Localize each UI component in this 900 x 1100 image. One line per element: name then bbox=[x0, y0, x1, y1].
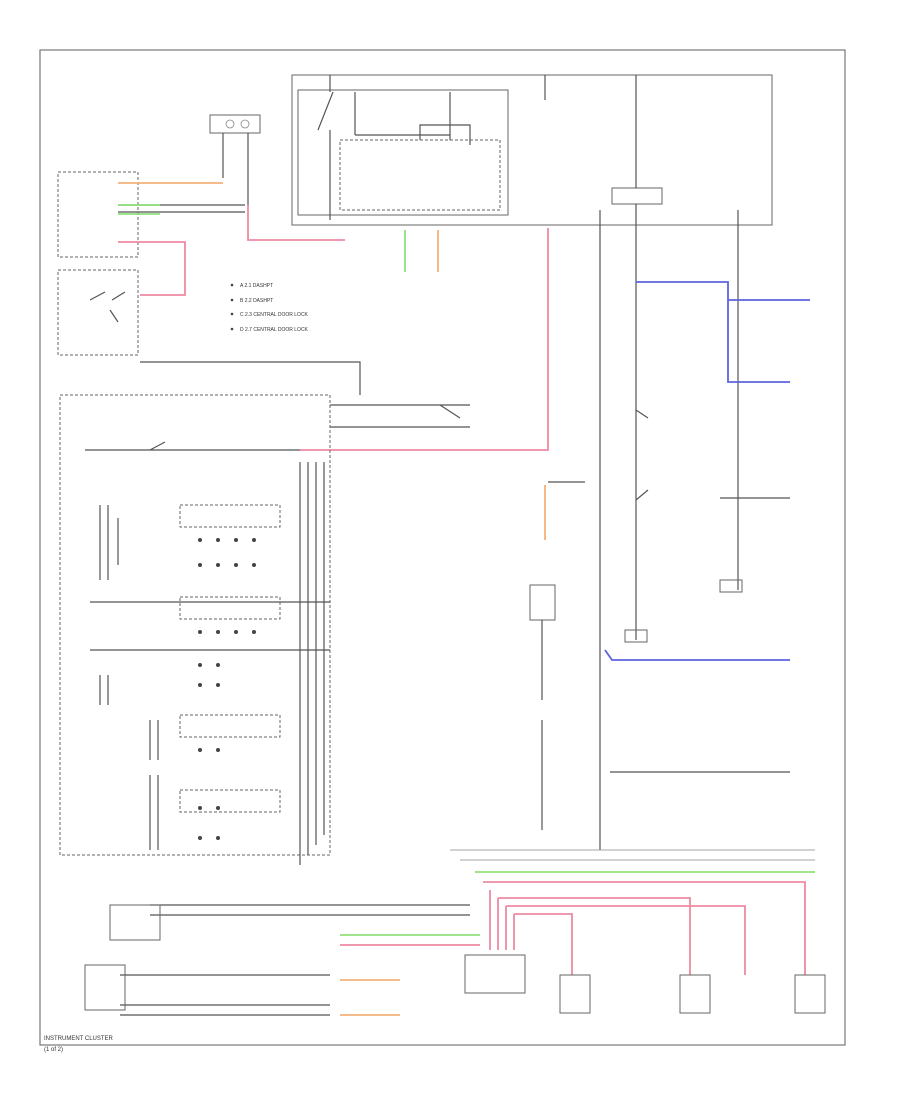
footer-instrument-cluster: INSTRUMENT CLUSTER bbox=[44, 1036, 114, 1042]
top-fuse-feeds bbox=[317, 75, 637, 220]
page-indicator: (1 of 2) bbox=[44, 1047, 63, 1053]
right-distribution bbox=[599, 204, 810, 850]
legend-item-c: C 2.3 CENTRAL DOOR LOCK bbox=[240, 312, 309, 318]
bottom-components bbox=[84, 904, 826, 1014]
data-link-connector bbox=[140, 361, 470, 428]
instrument-cluster bbox=[59, 394, 331, 865]
legend-item-b: B 2.2 DASHPT bbox=[240, 298, 273, 304]
legend-item-a: A 2.1 DASHPT bbox=[240, 283, 273, 289]
center-sensor-column bbox=[529, 481, 585, 830]
cluster-contacts bbox=[198, 538, 256, 840]
sensor-top-left bbox=[209, 114, 345, 241]
junction-block bbox=[291, 74, 773, 226]
legend-item-d: D 2.7 CENTRAL DOOR LOCK bbox=[240, 327, 309, 333]
legend: A 2.1 DASHPT B 2.2 DASHPT C 2.3 CENTRAL … bbox=[230, 283, 309, 333]
junction-drops bbox=[300, 228, 549, 451]
diagram-frame bbox=[39, 49, 846, 1046]
bottom-harness bbox=[120, 849, 815, 1016]
ignition-switch-box bbox=[57, 171, 245, 356]
